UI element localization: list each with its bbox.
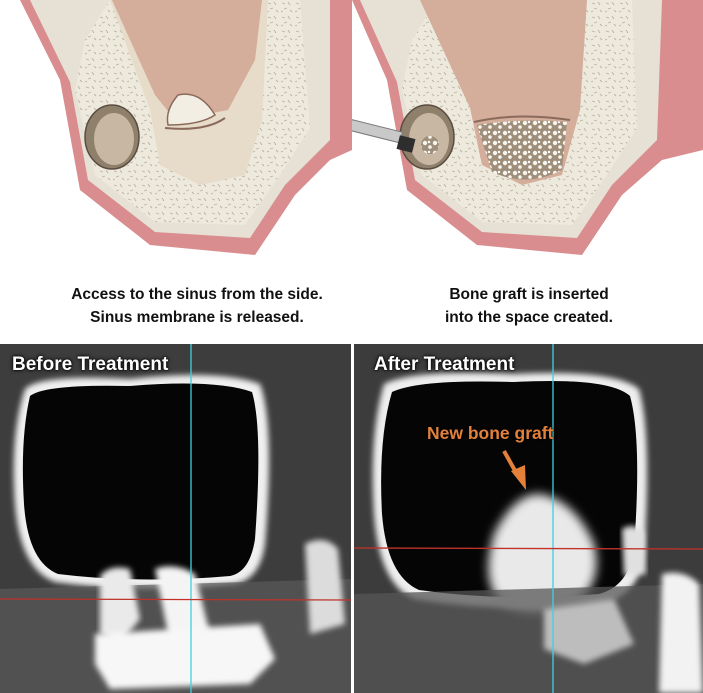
graft-material bbox=[477, 120, 567, 180]
illustration-bone-graft bbox=[352, 0, 703, 275]
ct-after-label: After Treatment bbox=[374, 354, 515, 375]
tooth-root bbox=[155, 566, 210, 644]
caption-sinus-access: Access to the sinus from the side. Sinus… bbox=[0, 283, 394, 329]
caption-line-2: Sinus membrane is released. bbox=[90, 309, 304, 326]
ct-scan-before: Before Treatment bbox=[0, 344, 351, 693]
ct-scan-after: After Treatment bbox=[354, 344, 703, 693]
caption-line-1: Access to the sinus from the side. bbox=[71, 286, 323, 303]
lifted-membrane bbox=[473, 115, 571, 123]
caption-bone-graft: Bone graft is inserted into the space cr… bbox=[355, 283, 703, 329]
tooth-crowns bbox=[95, 624, 275, 689]
graft-instrument-tip bbox=[396, 135, 416, 153]
sinus-membrane bbox=[166, 93, 217, 126]
crosshair-horizontal bbox=[0, 598, 351, 601]
bone-graft-drawing bbox=[352, 0, 703, 255]
sinus-access-drawing bbox=[20, 0, 352, 255]
graft-annotation: New bone graft bbox=[427, 423, 554, 443]
window-interior bbox=[94, 113, 134, 165]
membrane-edge bbox=[164, 117, 226, 130]
caption-line-2: into the space created. bbox=[445, 309, 613, 326]
alveolar-bone bbox=[544, 599, 634, 664]
adjacent-tooth bbox=[622, 526, 646, 576]
sinus-cavity bbox=[112, 0, 262, 120]
adjacent-tooth bbox=[659, 572, 703, 693]
caption-line-1: Bone graft is inserted bbox=[449, 286, 609, 303]
new-bone-graft bbox=[488, 494, 597, 613]
graft-arrow-head bbox=[511, 465, 526, 490]
adjacent-tooth bbox=[305, 540, 345, 634]
sinus-air bbox=[22, 383, 259, 580]
ct-before-image bbox=[0, 344, 351, 693]
ct-before-label: Before Treatment bbox=[12, 354, 169, 375]
window-graft bbox=[421, 136, 439, 154]
ct-after-image bbox=[354, 344, 703, 693]
illustration-sinus-access bbox=[0, 0, 352, 275]
crosshair-horizontal bbox=[354, 547, 703, 550]
tooth-root bbox=[100, 567, 140, 644]
